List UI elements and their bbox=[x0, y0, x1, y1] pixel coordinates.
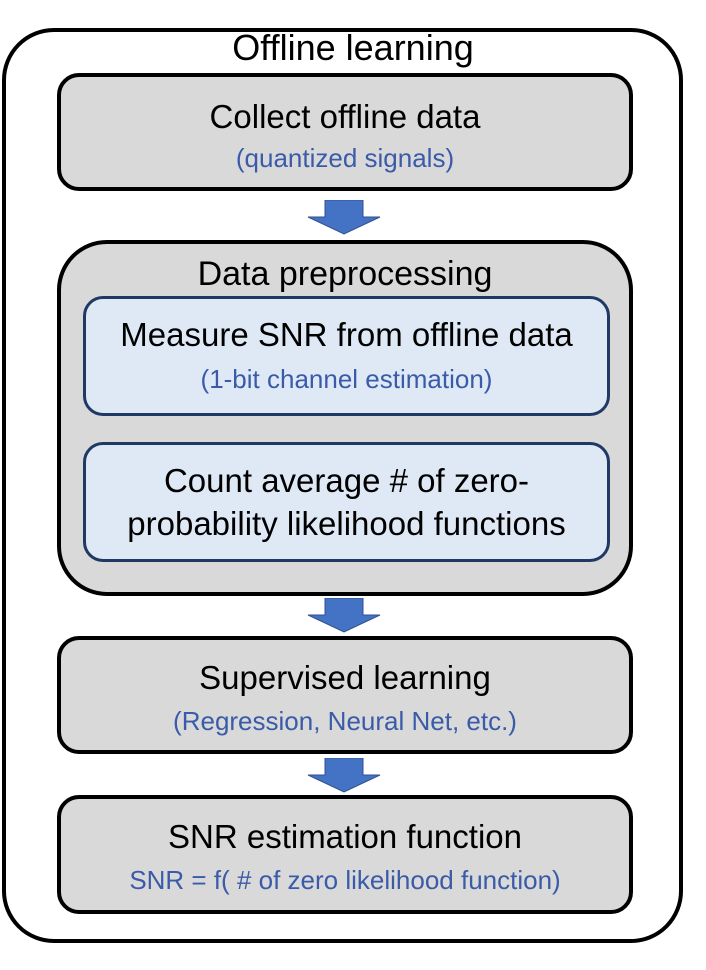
count-zero-probability-box: Count average # of zero- probability lik… bbox=[83, 442, 610, 562]
down-arrow-icon bbox=[307, 758, 381, 793]
collect-data-box: Collect offline data (quantized signals) bbox=[57, 73, 633, 191]
count-line-2: probability likelihood functions bbox=[127, 505, 566, 542]
collect-data-title: Collect offline data bbox=[209, 98, 481, 135]
data-preprocessing-box: Data preprocessing Measure SNR from offl… bbox=[57, 240, 633, 596]
snr-estimation-box: SNR estimation function SNR = f( # of ze… bbox=[57, 795, 633, 914]
down-arrow-icon bbox=[307, 200, 381, 235]
collect-data-subtitle: (quantized signals) bbox=[235, 143, 455, 173]
count-line-1: Count average # of zero- bbox=[163, 462, 530, 499]
offline-learning-title: Offline learning bbox=[232, 27, 474, 68]
supervised-learning-subtitle: (Regression, Neural Net, etc.) bbox=[173, 706, 517, 736]
supervised-learning-title: Supervised learning bbox=[199, 659, 491, 696]
snr-estimation-subtitle: SNR = f( # of zero likelihood function) bbox=[129, 865, 561, 895]
measure-snr-title: Measure SNR from offline data bbox=[120, 316, 573, 353]
supervised-learning-box: Supervised learning (Regression, Neural … bbox=[57, 636, 633, 754]
down-arrow-icon bbox=[307, 598, 381, 633]
snr-estimation-title: SNR estimation function bbox=[168, 818, 522, 855]
measure-snr-subtitle: (1-bit channel estimation) bbox=[200, 364, 493, 394]
data-preprocessing-title: Data preprocessing bbox=[197, 255, 493, 293]
measure-snr-box: Measure SNR from offline data (1-bit cha… bbox=[83, 296, 610, 416]
